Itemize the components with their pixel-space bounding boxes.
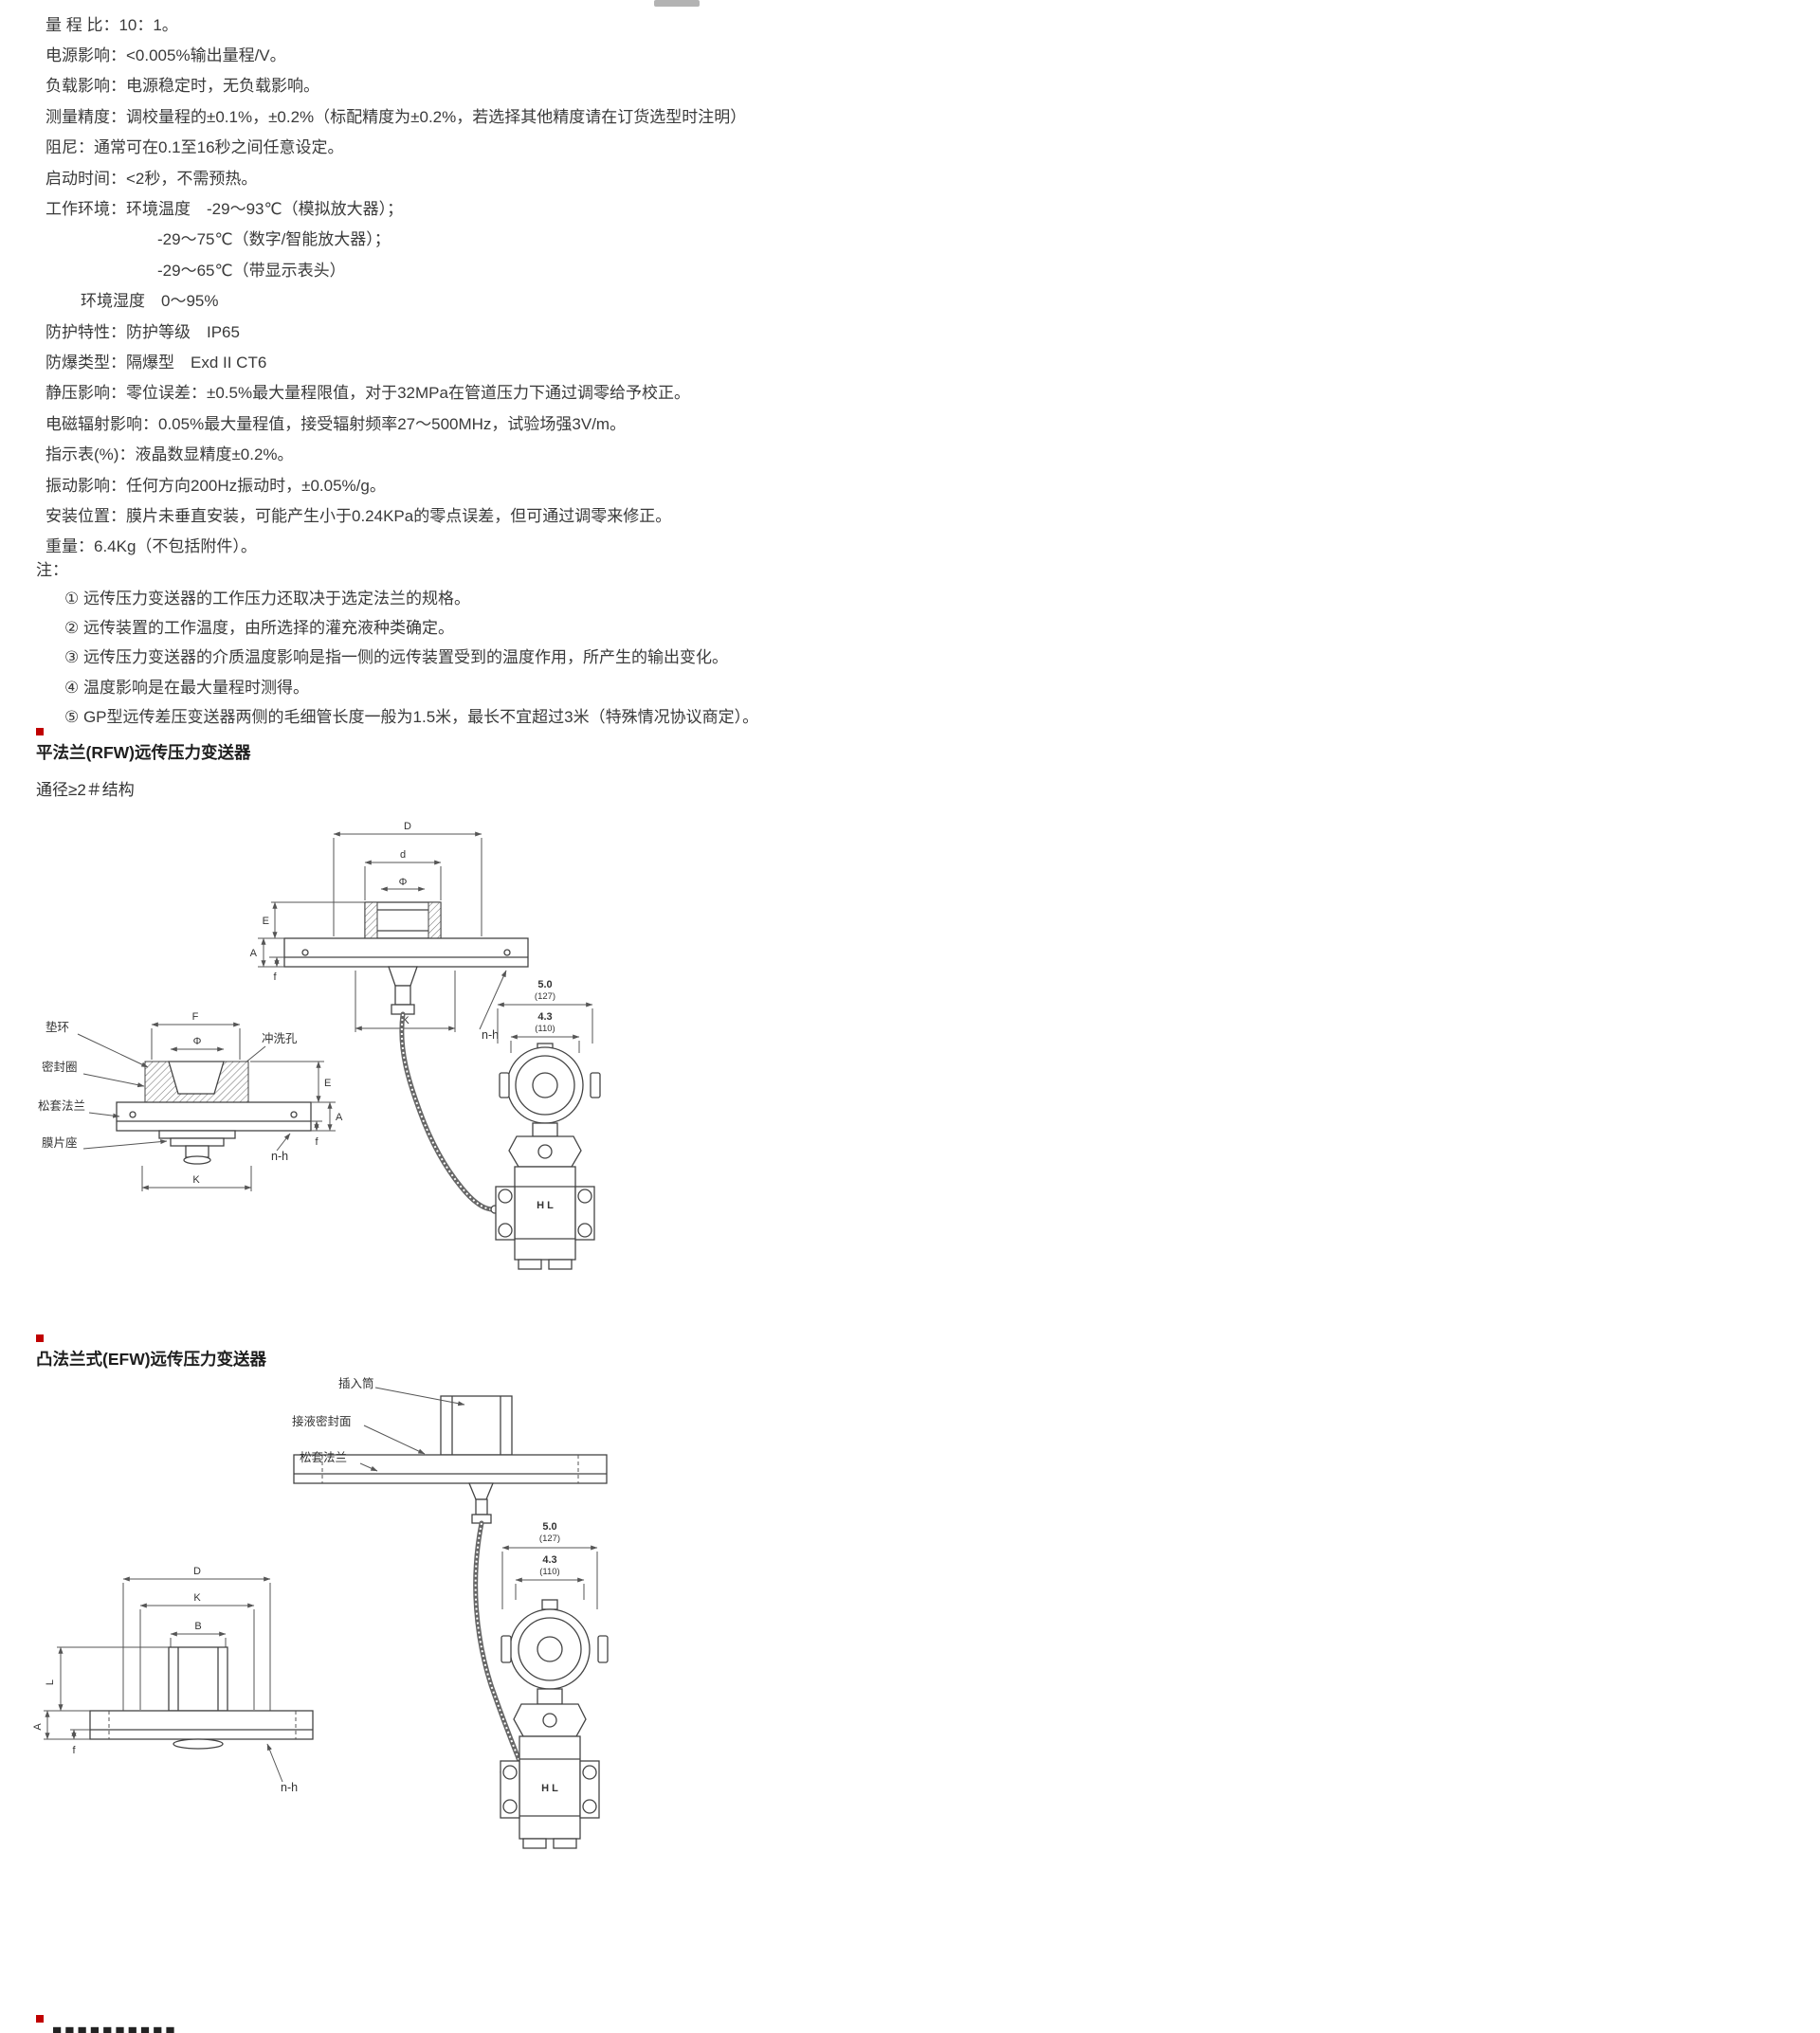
spec-line: 防护特性：防护等级 IP65	[46, 322, 240, 341]
rfw-transmitter: 5.0 (127) 4.3 (110) H L	[495, 979, 601, 1270]
spec-line: 振动影响：任何方向200Hz振动时，±0.05%/g。	[46, 476, 386, 495]
rfw-dim-phi-label: Φ	[399, 877, 408, 888]
note-item: ⑤ GP型远传差压变送器两侧的毛细管长度一般为1.5米，最长不宜超过3米（特殊情…	[64, 707, 759, 726]
spec-line: 重量：6.4Kg（不包括附件）。	[46, 537, 257, 556]
rfw-cross-phi-label: Φ	[193, 1036, 202, 1047]
rfw-tx-width1-mm-label: (127)	[535, 991, 555, 1002]
rfw-tx-width2-mm-label: (110)	[535, 1024, 555, 1034]
spec-line: 静压影响：零位误差：±0.5%最大量程限值，对于32MPa在管道压力下通过调零给…	[46, 384, 690, 403]
section-marker-icon	[36, 1334, 44, 1342]
rfw-tx-hl-label: H L	[537, 1200, 554, 1211]
spec-line: 测量精度：调校量程的±0.1%，±0.2%（标配精度为±0.2%，若选择其他精度…	[46, 107, 747, 126]
rfw-dim-D-label: D	[404, 821, 411, 832]
spec-line: 防爆类型：隔爆型 Exd II CT6	[46, 353, 267, 372]
rfw-dim-E-label: E	[263, 916, 269, 927]
notes-header: 注：	[36, 560, 68, 579]
spec-line: 量 程 比：10：1。	[46, 15, 178, 34]
efw-tx-width2-label: 4.3	[542, 1554, 556, 1566]
efw-insert-label: 插入筒	[338, 1376, 374, 1390]
rfw-tx-width1-label: 5.0	[537, 979, 552, 990]
rfw-dim-K-label: K	[402, 1015, 410, 1026]
spec-line: 启动时间：<2秒，不需预热。	[46, 169, 258, 188]
efw-dim-f-label: f	[72, 1745, 76, 1756]
rfw-cross-section: F Φ 冲洗孔 垫环 密封圈 松套法兰 膜片座 E A f n-h	[38, 1011, 343, 1191]
rfw-drawing: D d Φ E A f K n-h	[38, 821, 601, 1270]
rfw-cross-f-label: f	[315, 1136, 318, 1148]
note-item: ③ 远传压力变送器的介质温度影响是指一侧的远传装置受到的温度作用，所产生的输出变…	[64, 648, 728, 667]
spec-line: -29～65℃（带显示表头）	[157, 261, 346, 280]
rfw-dim-A-label: A	[250, 948, 258, 959]
efw-dim-D-label: D	[193, 1566, 201, 1577]
efw-drawing: 插入筒 接液密封面 松套法兰 D K B L	[32, 1376, 609, 1849]
efw-transmitter: 5.0 (127) 4.3 (110) H L	[500, 1521, 609, 1849]
rfw-flange-side-view: D d Φ E A f K n-h	[250, 821, 529, 1042]
efw-loose-flange-label: 松套法兰	[300, 1450, 347, 1464]
rfw-cross-nh-label: n-h	[271, 1150, 288, 1163]
rfw-diaphragm-seat-label: 膜片座	[42, 1135, 78, 1150]
spec-line: -29～75℃（数字/智能放大器）；	[157, 230, 391, 249]
spec-line: 电磁辐射影响：0.05%最大量程值，接受辐射频率27～500MHz，试验场强3V…	[46, 414, 627, 433]
note-item: ① 远传压力变送器的工作压力还取决于选定法兰的规格。	[64, 590, 470, 608]
spec-line: 负载影响：电源稳定时，无负载影响。	[46, 77, 319, 96]
spec-line: 工作环境：环境温度 -29～93℃（模拟放大器）；	[46, 200, 404, 219]
note-item: ④ 温度影响是在最大量程时测得。	[64, 678, 309, 697]
efw-tx-width1-label: 5.0	[542, 1521, 556, 1533]
efw-section-title: 凸法兰式(EFW)远传压力变送器	[36, 1350, 267, 1369]
spec-list: 量 程 比：10：1。 电源影响：<0.005%输出量程/V。 负载影响：电源稳…	[46, 8, 1467, 560]
rfw-cross-E-label: E	[324, 1078, 331, 1089]
rfw-capillary	[399, 1011, 500, 1214]
efw-section-heading: 凸法兰式(EFW)远传压力变送器	[36, 1334, 266, 1370]
section-marker-icon	[36, 2015, 44, 2023]
rfw-section-heading: 平法兰(RFW)远传压力变送器 通径≥2＃结构	[36, 728, 251, 800]
efw-tx-width2-mm-label: (110)	[539, 1567, 559, 1577]
rfw-seal-label: 密封圈	[42, 1060, 78, 1074]
page-top-cutoff	[654, 0, 700, 7]
rfw-cross-F-label: F	[192, 1011, 199, 1023]
rfw-loose-flange-label: 松套法兰	[38, 1098, 85, 1113]
rfw-section-subtitle: 通径≥2＃结构	[36, 781, 135, 799]
rfw-cross-K-label: K	[192, 1174, 200, 1186]
rfw-dim-d-label: d	[400, 849, 406, 861]
rfw-cross-A-label: A	[336, 1112, 343, 1123]
efw-dim-K-label: K	[193, 1592, 201, 1604]
efw-dim-A-label: A	[32, 1723, 44, 1731]
spec-line: 环境湿度 0～95%	[81, 292, 219, 311]
efw-wetted-face-label: 接液密封面	[292, 1414, 352, 1428]
rfw-flush-hole-label: 冲洗孔	[262, 1031, 298, 1045]
rfw-dim-f-label: f	[273, 971, 277, 983]
efw-tx-hl-label: H L	[541, 1783, 558, 1794]
efw-dim-B-label: B	[194, 1621, 201, 1632]
rfw-washer-label: 垫环	[46, 1020, 69, 1034]
rfw-section-title: 平法兰(RFW)远传压力变送器	[36, 743, 251, 762]
spec-line: 阻尼：通常可在0.1至16秒之间任意设定。	[46, 138, 344, 157]
spec-line: 安装位置：膜片未垂直安装，可能产生小于0.24KPa的零点误差，但可通过调零来修…	[46, 506, 672, 525]
cutoff-text: ■■■■■■■■■■	[52, 2022, 178, 2033]
spec-line: 电源影响：<0.005%输出量程/V。	[46, 46, 286, 65]
efw-dim-L-label: L	[45, 1679, 56, 1685]
rfw-tx-width2-label: 4.3	[537, 1011, 552, 1023]
efw-cross-section: D K B L A f n-h	[32, 1566, 314, 1794]
rfw-dim-nh-label: n-h	[482, 1028, 499, 1042]
spec-line: 指示表(%)：液晶数显精度±0.2%。	[46, 445, 294, 464]
notes-block: 注： ① 远传压力变送器的工作压力还取决于选定法兰的规格。 ② 远传装置的工作温…	[36, 554, 1458, 730]
efw-dim-nh-label: n-h	[281, 1781, 298, 1794]
efw-tx-width1-mm-label: (127)	[539, 1534, 560, 1544]
section-marker-icon	[36, 728, 44, 735]
efw-side-view: 插入筒 接液密封面 松套法兰	[292, 1376, 608, 1524]
note-item: ② 远传装置的工作温度，由所选择的灌充液种类确定。	[64, 619, 454, 638]
